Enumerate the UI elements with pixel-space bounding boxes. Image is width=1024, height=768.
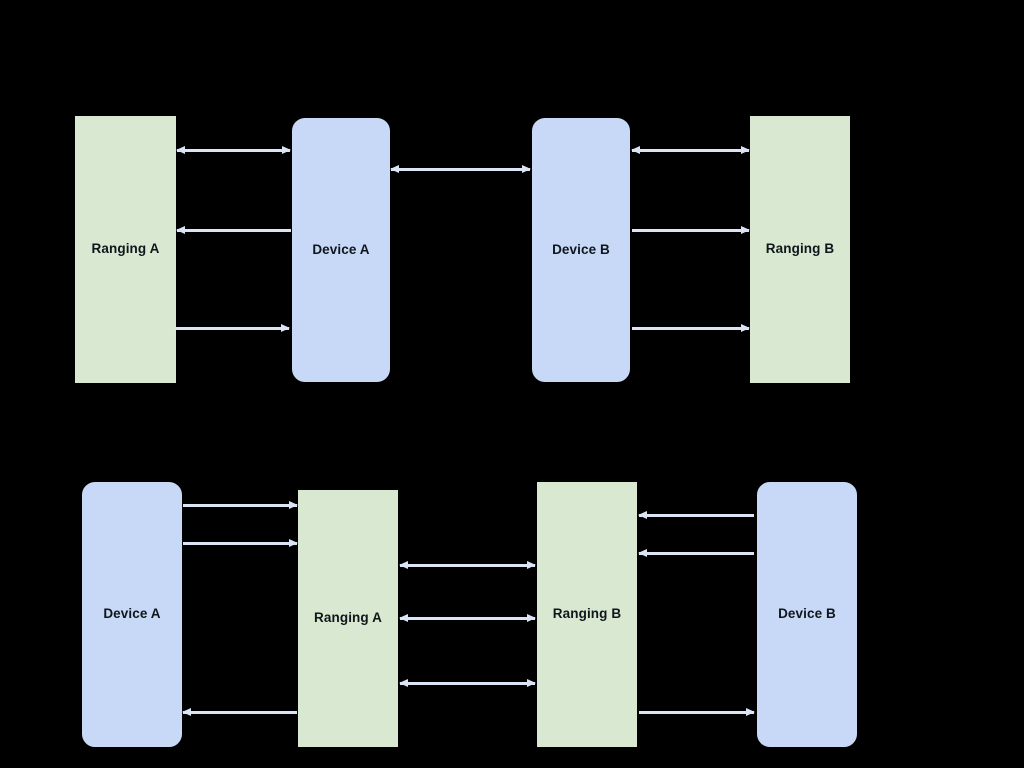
arrow-bottom-device-b-ranging-b-2 <box>638 549 754 557</box>
arrow-head-right <box>289 539 298 547</box>
node-label: Device A <box>103 606 161 622</box>
arrow-top-ranging-a-device-a-1 <box>176 146 291 154</box>
arrow-shaft <box>400 564 535 567</box>
arrow-top-device-b-ranging-b-3 <box>632 324 750 332</box>
arrow-head-left <box>399 614 408 622</box>
arrow-shaft <box>400 617 535 620</box>
arrow-head-left <box>399 679 408 687</box>
arrow-bottom-device-a-ranging-a-1 <box>183 501 298 509</box>
arrow-bottom-ranging-a-ranging-b-3 <box>399 679 536 687</box>
arrow-shaft <box>639 514 754 517</box>
arrow-head-left <box>176 146 185 154</box>
arrow-head-right <box>527 561 536 569</box>
arrow-bottom-ranging-a-ranging-b-1 <box>399 561 536 569</box>
arrow-top-device-a-device-b <box>390 165 531 173</box>
arrow-head-right <box>527 679 536 687</box>
node-label: Ranging B <box>552 606 622 622</box>
arrow-shaft <box>639 552 754 555</box>
arrow-top-device-b-ranging-b-1 <box>631 146 750 154</box>
arrow-head-right <box>746 708 755 716</box>
arrow-top-device-a-ranging-a-2 <box>176 226 291 234</box>
node-bottom-ranging-a[interactable]: Ranging A <box>298 490 398 747</box>
arrow-head-right <box>282 146 291 154</box>
arrow-shaft <box>177 229 291 232</box>
arrow-head-left <box>182 708 191 716</box>
arrow-head-right <box>741 226 750 234</box>
arrow-shaft <box>632 149 749 152</box>
arrow-bottom-ranging-a-device-a-3 <box>182 708 297 716</box>
arrow-head-right <box>741 146 750 154</box>
arrow-head-right <box>522 165 531 173</box>
arrow-shaft <box>175 327 289 330</box>
arrow-shaft <box>183 542 297 545</box>
arrow-head-left <box>176 226 185 234</box>
arrow-shaft <box>391 168 530 171</box>
arrow-head-right <box>281 324 290 332</box>
node-label: Ranging A <box>314 610 382 626</box>
arrow-head-right <box>741 324 750 332</box>
arrow-head-left <box>399 561 408 569</box>
arrow-shaft <box>400 682 535 685</box>
arrow-shaft <box>183 711 297 714</box>
node-bottom-device-b[interactable]: Device B <box>757 482 857 747</box>
arrow-shaft <box>632 229 749 232</box>
arrow-bottom-ranging-b-device-b-3 <box>639 708 755 716</box>
arrow-bottom-device-b-ranging-b-1 <box>638 511 754 519</box>
node-label: Device B <box>778 606 836 622</box>
arrow-shaft <box>177 149 290 152</box>
arrow-shaft <box>183 504 297 507</box>
arrow-top-ranging-a-device-a-3 <box>175 324 290 332</box>
node-bottom-ranging-b[interactable]: Ranging B <box>537 482 637 747</box>
arrow-shaft <box>632 327 749 330</box>
arrow-bottom-device-a-ranging-a-2 <box>183 539 298 547</box>
arrow-head-right <box>527 614 536 622</box>
arrow-head-left <box>631 146 640 154</box>
arrow-head-left <box>390 165 399 173</box>
arrow-bottom-ranging-a-ranging-b-2 <box>399 614 536 622</box>
node-bottom-device-a[interactable]: Device A <box>82 482 182 747</box>
arrow-top-device-b-ranging-b-2 <box>632 226 750 234</box>
arrow-head-left <box>638 549 647 557</box>
arrow-head-right <box>289 501 298 509</box>
arrow-head-left <box>638 511 647 519</box>
arrow-shaft <box>639 711 754 714</box>
